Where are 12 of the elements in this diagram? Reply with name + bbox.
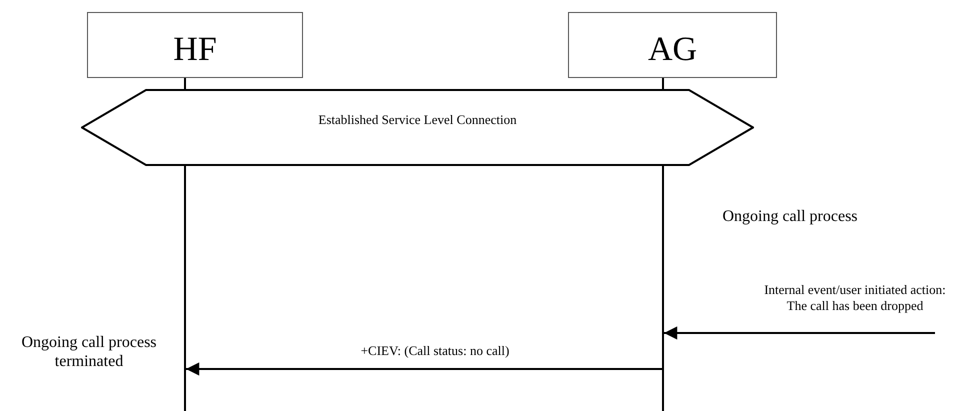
state-note: Ongoing call process terminated xyxy=(20,333,158,372)
band-label: Established Service Level Connection xyxy=(318,112,517,128)
participant-label: HF xyxy=(173,31,217,69)
message-arrow xyxy=(664,326,935,340)
participant-box xyxy=(87,12,303,78)
state-note: Ongoing call process xyxy=(721,207,859,226)
participant-label: AG xyxy=(648,31,698,69)
participant-box xyxy=(568,12,777,78)
message-arrow xyxy=(186,362,662,376)
lifeline xyxy=(662,78,664,411)
hexagon-band xyxy=(81,89,754,166)
lifeline xyxy=(184,78,186,411)
